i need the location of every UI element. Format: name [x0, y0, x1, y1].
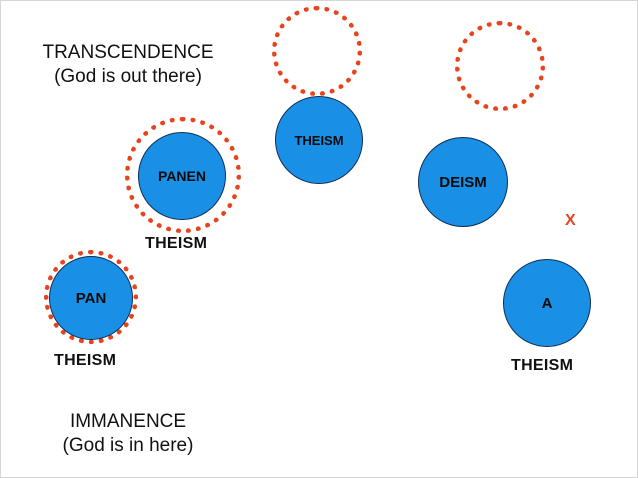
immanence-subtitle: (God is in here) [62, 435, 194, 456]
deism-x-marker: X [565, 212, 576, 229]
transcendence-title: TRANSCENDENCE [42, 42, 214, 63]
deism-transcendence-ring [455, 21, 545, 111]
pantheism-suffix: THEISM [54, 352, 117, 369]
theism-label: THEISM [294, 132, 344, 148]
panentheism-label: PANEN [158, 168, 206, 184]
pantheism-ring [44, 250, 138, 344]
atheism-label: A [541, 294, 553, 312]
immanence-title: IMMANENCE [69, 411, 187, 432]
theism-transcendence-ring [272, 6, 362, 96]
atheism-circle: A [503, 259, 591, 347]
deism-circle: DEISM [418, 137, 508, 227]
pantheism-circle: PAN [49, 256, 133, 340]
transcendence-subtitle: (God is out there) [54, 66, 202, 87]
theism-circle: THEISM [275, 96, 363, 184]
deism-label: DEISM [439, 173, 487, 191]
panentheism-circle: PANEN [138, 132, 226, 220]
immanence-caption: IMMANENCE (God is in here) [40, 410, 216, 458]
panentheism-ring [125, 117, 241, 233]
panentheism-suffix: THEISM [145, 235, 208, 252]
transcendence-caption: TRANSCENDENCE (God is out there) [30, 41, 226, 89]
atheism-suffix: THEISM [511, 357, 574, 374]
pantheism-label: PAN [75, 289, 107, 307]
